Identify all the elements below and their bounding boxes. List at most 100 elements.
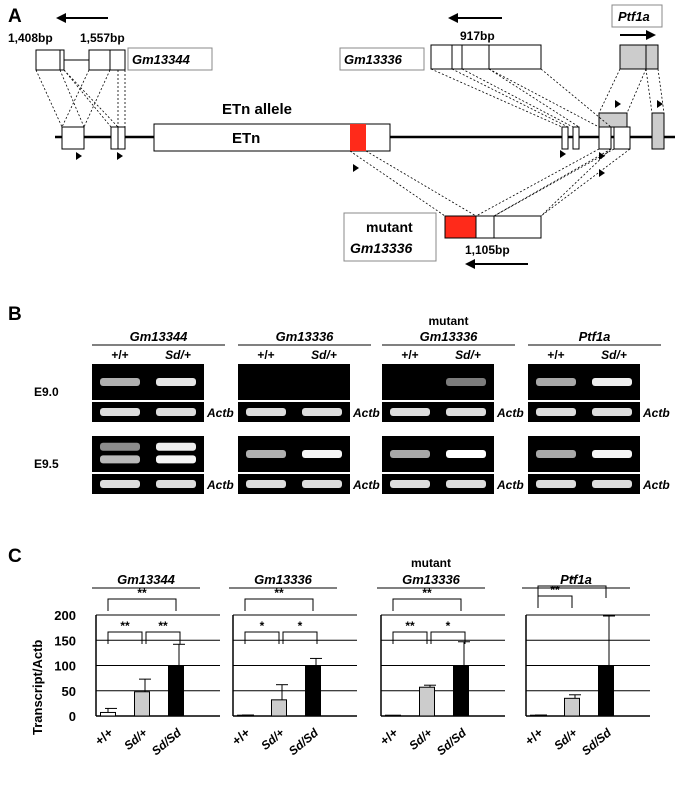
significance-bracket: [537, 585, 607, 598]
actb-label: Actb: [206, 406, 234, 420]
genotype-label-wt: +/+: [547, 348, 564, 362]
x-tick-label: Sd/Sd: [579, 725, 615, 758]
ptf1a-exon-grey: [651, 112, 665, 150]
significance-bracket: [107, 598, 177, 611]
actb-band: [390, 408, 430, 416]
x-tick-label: Sd/Sd: [434, 725, 470, 758]
x-tick-label: Sd/+: [258, 726, 287, 753]
bp-1408-label: 1,408bp: [8, 31, 53, 45]
actb-band: [302, 408, 342, 416]
gm13336-label-box: [339, 47, 425, 71]
panel-c-label: C: [8, 546, 22, 567]
bar: [271, 699, 287, 717]
actb-label: Actb: [206, 478, 234, 492]
panel-a-label: A: [8, 6, 22, 27]
x-tick-label: +/+: [229, 725, 253, 749]
panel-b: Gm13344+/+Sd/+ActbActbGm13336+/+Sd/+Actb…: [34, 314, 670, 494]
genomic-exon: [613, 126, 631, 150]
bp-1105-label: 1,105bp: [465, 243, 510, 257]
significance-stars: **: [137, 586, 147, 600]
direction-arrow-mutant: [465, 259, 528, 269]
y-tick-label: 0: [69, 709, 76, 724]
gm13344-label-box: [127, 47, 213, 71]
gel-actb-image: [92, 474, 204, 494]
gel-image: [238, 364, 350, 400]
gel-band: [390, 450, 430, 458]
bar: [419, 686, 435, 717]
bar: [134, 691, 150, 717]
gel-band: [302, 450, 342, 458]
significance-stars: **: [550, 583, 560, 597]
bar: [564, 697, 580, 717]
actb-band: [156, 480, 196, 488]
actb-band: [446, 480, 486, 488]
significance-bracket: [282, 631, 318, 644]
etn-insert-red: [350, 124, 366, 151]
gel-gene-label: Gm13336: [420, 329, 479, 344]
ptf1a-label-box: [611, 4, 663, 28]
gel-actb-image: [92, 402, 204, 422]
genotype-label-het: Sd/+: [455, 348, 481, 362]
stage-label: E9.5: [34, 457, 59, 471]
actb-label: Actb: [642, 478, 670, 492]
significance-bracket: [244, 631, 280, 644]
actb-band: [390, 480, 430, 488]
gel-actb-image: [382, 474, 494, 494]
genotype-label-het: Sd/+: [601, 348, 627, 362]
actb-band: [100, 408, 140, 416]
x-tick-label: +/+: [92, 725, 116, 749]
bar: [598, 665, 614, 717]
gel-band: [100, 455, 140, 464]
mutant-label-box: [343, 212, 437, 262]
actb-band: [100, 480, 140, 488]
gel-gene-label: Gm13336: [276, 329, 335, 344]
significance-bracket: [145, 631, 181, 644]
x-tick-label: +/+: [377, 725, 401, 749]
y-tick-label: 200: [54, 608, 76, 623]
significance-bracket: [392, 631, 428, 644]
significance-stars: **: [405, 619, 415, 633]
significance-bracket: [430, 631, 466, 644]
chart-gene-label: Ptf1a: [560, 572, 592, 587]
gel-band: [446, 378, 486, 386]
significance-stars: **: [422, 586, 432, 600]
genotype-label-wt: +/+: [401, 348, 418, 362]
gel-band: [446, 450, 486, 458]
gel-gene-label: Gm13344: [130, 329, 189, 344]
genotype-label-het: Sd/+: [311, 348, 337, 362]
significance-stars: **: [120, 619, 130, 633]
actb-band: [536, 408, 576, 416]
gel-band: [592, 378, 632, 386]
actb-band: [536, 480, 576, 488]
x-tick-label: Sd/Sd: [149, 725, 185, 758]
gel-gene-label-line1: mutant: [429, 314, 469, 328]
significance-stars: *: [570, 573, 575, 587]
gel-actb-image: [238, 402, 350, 422]
actb-band: [302, 480, 342, 488]
gel-actb-image: [238, 474, 350, 494]
gel-band: [536, 450, 576, 458]
genotype-label-wt: +/+: [257, 348, 274, 362]
significance-stars: **: [274, 586, 284, 600]
actb-label: Actb: [352, 406, 380, 420]
x-tick-label: Sd/+: [406, 726, 435, 753]
actb-band: [246, 408, 286, 416]
gm13336-label: Gm13336: [344, 52, 403, 67]
gel-actb-image: [382, 402, 494, 422]
actb-label: Actb: [496, 478, 524, 492]
panel-c-chart: 050100150200Gm13344+/+Sd/+Sd/Sd******Gm1…: [54, 556, 650, 758]
chart-gene-label: Gm13336: [254, 572, 313, 587]
actb-label: Actb: [352, 478, 380, 492]
gm13344-transcript: [35, 49, 126, 71]
genomic-exon: [598, 126, 612, 150]
bar: [305, 665, 321, 717]
gel-band: [100, 442, 140, 451]
gel-actb-image: [528, 474, 640, 494]
ptf1a-transcript: [619, 44, 659, 70]
chart-gene-label-line1: mutant: [411, 556, 451, 570]
ptf1a-label: Ptf1a: [618, 9, 650, 24]
y-axis-label: Transcript/Actb: [30, 640, 45, 735]
actb-band: [156, 408, 196, 416]
chart-gene-label: Gm13344: [117, 572, 176, 587]
